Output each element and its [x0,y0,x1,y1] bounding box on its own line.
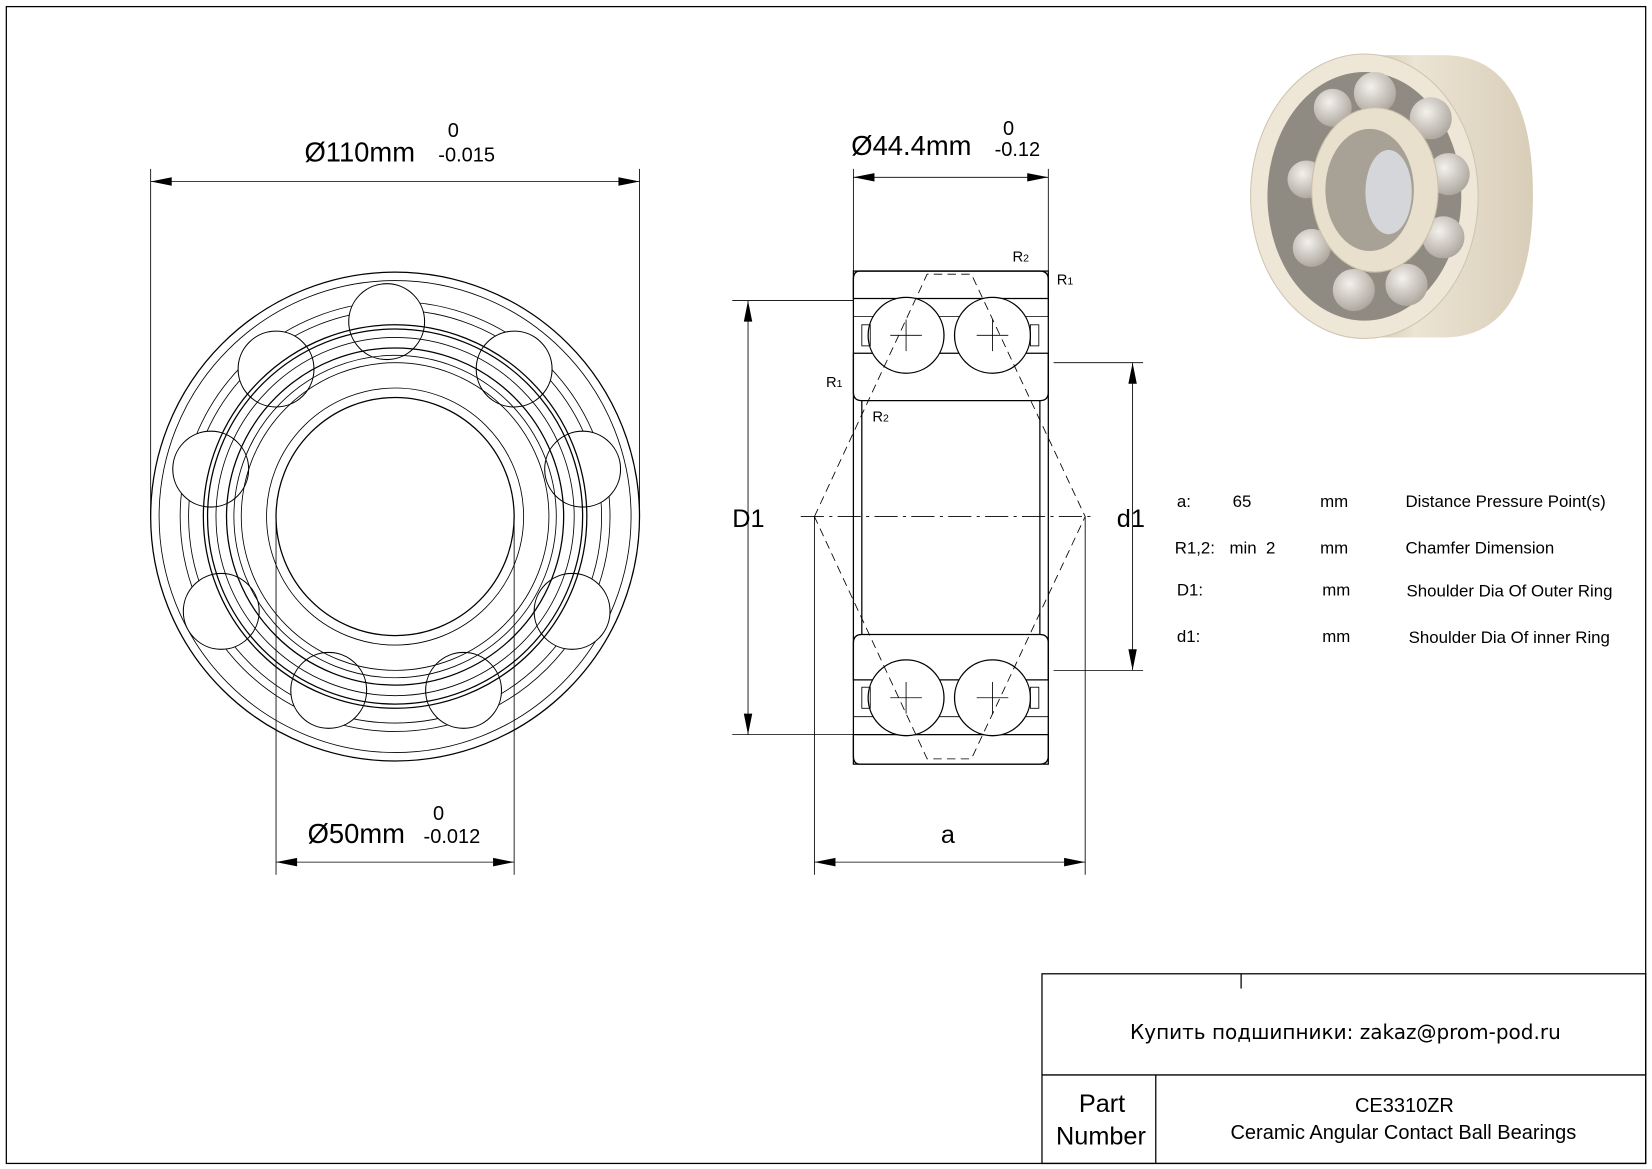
part-label-2: Number [1056,1122,1146,1150]
title-block: Купить подшипники: zakaz@prom-pod.ru Par… [1041,973,1647,1165]
svg-text:D1:: D1: [1177,581,1203,600]
width-label: Ø44.4mm [851,130,971,161]
outer-diameter-lower-tol: -0.015 [438,144,495,166]
svg-text:Chamfer Dimension: Chamfer Dimension [1405,538,1554,557]
contact-text: Купить подшипники: zakaz@prom-pod.ru [1130,1020,1561,1044]
d1-label: d1 [1117,505,1145,533]
R2-top-label: R2 [1012,250,1029,266]
part-number: CE3310ZR [1355,1095,1454,1117]
R2-side-label: R2 [872,410,889,426]
svg-text:mm: mm [1322,627,1350,646]
balls-section [867,296,1032,737]
svg-text:a:: a: [1177,492,1191,511]
svg-text:mm: mm [1322,581,1350,600]
a-label: a [941,821,956,849]
svg-text:min 2: min 2 [1230,538,1276,557]
outer-diameter-label: Ø110mm [304,136,415,167]
front-view: Ø110mm 0 -0.015 Ø50mm 0 -0.012 [150,120,641,875]
svg-text:65: 65 [1233,492,1252,511]
svg-text:mm: mm [1320,492,1348,511]
svg-text:Shoulder Dia Of Outer Ring: Shoulder Dia Of Outer Ring [1407,582,1613,601]
bearing-3d-image [1250,53,1533,340]
width-lower-tol: -0.12 [995,139,1041,161]
part-description: Ceramic Angular Contact Ball Bearings [1230,1122,1576,1144]
svg-text:d1:: d1: [1177,627,1200,646]
drawing-border [5,5,1647,1165]
R1-top-label: R1 [1057,273,1074,289]
spec-table: a: 65 mm Distance Pressure Point(s) R1,2… [1175,492,1613,647]
bore-diameter-lower-tol: -0.012 [424,826,481,848]
svg-text:Shoulder Dia Of inner Ring: Shoulder Dia Of inner Ring [1409,628,1610,647]
R1-side-label: R1 [826,375,843,391]
section-view: Ø44.4mm 0 -0.12 D1 d1 a R2 R1 R1 R2 [732,118,1145,875]
bore-diameter-upper-tol: 0 [433,803,444,825]
svg-text:R1,2:: R1,2: [1175,538,1215,557]
svg-text:mm: mm [1320,538,1348,557]
width-upper-tol: 0 [1003,118,1014,140]
balls-front [172,283,622,729]
outer-diameter-upper-tol: 0 [448,120,459,142]
part-label-1: Part [1079,1090,1125,1118]
svg-text:Distance Pressure Point(s): Distance Pressure Point(s) [1405,492,1605,511]
D1-label: D1 [732,505,764,533]
bore-diameter-label: Ø50mm [308,818,405,849]
